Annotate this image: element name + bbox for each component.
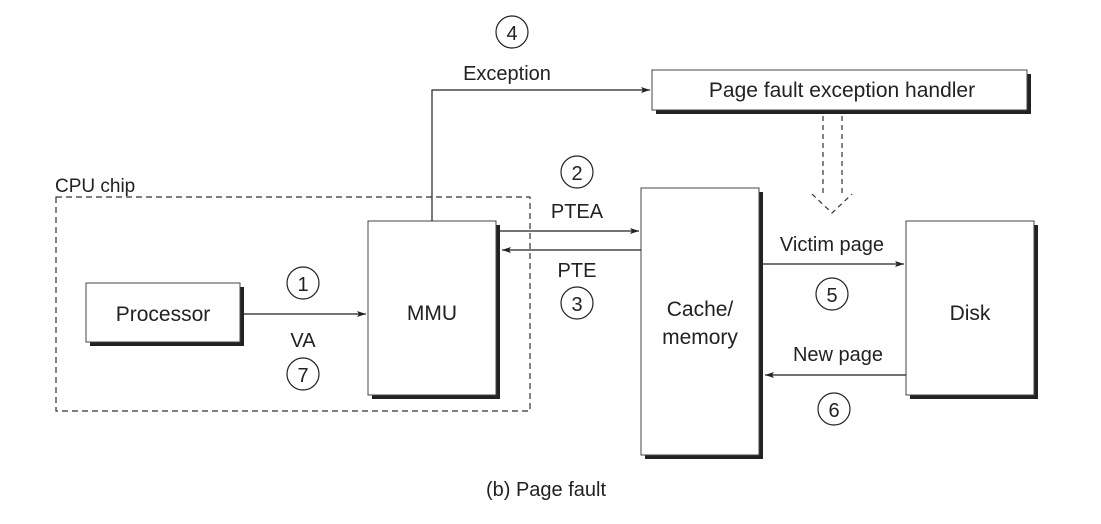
step-3-badge: 3	[560, 286, 594, 320]
pte-label: PTE	[558, 260, 597, 282]
cache-label-line1: Cache/	[667, 298, 734, 321]
svg-text:7: 7	[297, 365, 308, 387]
step-6-badge: 6	[817, 392, 851, 426]
exception-label: Exception	[463, 63, 551, 85]
va-label: VA	[290, 330, 316, 352]
svg-text:3: 3	[571, 294, 582, 316]
disk-box: Disk	[905, 220, 1038, 399]
exception-arrow	[431, 87, 650, 221]
processor-box: Processor	[85, 282, 244, 346]
cache-label-line2: memory	[662, 326, 738, 349]
svg-text:5: 5	[826, 285, 837, 307]
step-1-badge: 1	[286, 266, 320, 300]
step-4-badge: 4	[495, 15, 529, 49]
disk-label: Disk	[950, 302, 991, 325]
svg-text:6: 6	[828, 400, 839, 422]
handler-invocation-arrow	[811, 116, 853, 214]
mmu-label: MMU	[407, 302, 457, 325]
svg-text:4: 4	[506, 23, 517, 45]
ptea-label: PTEA	[551, 201, 604, 223]
cache-memory-box: Cache/ memory	[640, 187, 763, 459]
handler-label: Page fault exception handler	[709, 79, 975, 102]
step-7-badge: 7	[286, 357, 320, 391]
step-5-badge: 5	[815, 277, 849, 311]
cpu-chip-label: CPU chip	[55, 176, 135, 197]
new-page-label: New page	[793, 344, 883, 366]
svg-text:2: 2	[571, 163, 582, 185]
step-2-badge: 2	[560, 155, 594, 189]
handler-box: Page fault exception handler	[651, 69, 1031, 114]
processor-label: Processor	[116, 303, 211, 326]
victim-page-label: Victim page	[780, 234, 884, 256]
mmu-box: MMU	[367, 220, 500, 399]
svg-text:1: 1	[297, 274, 308, 296]
figure-caption: (b) Page fault	[486, 479, 607, 501]
cpu-chip-boundary	[55, 196, 531, 412]
